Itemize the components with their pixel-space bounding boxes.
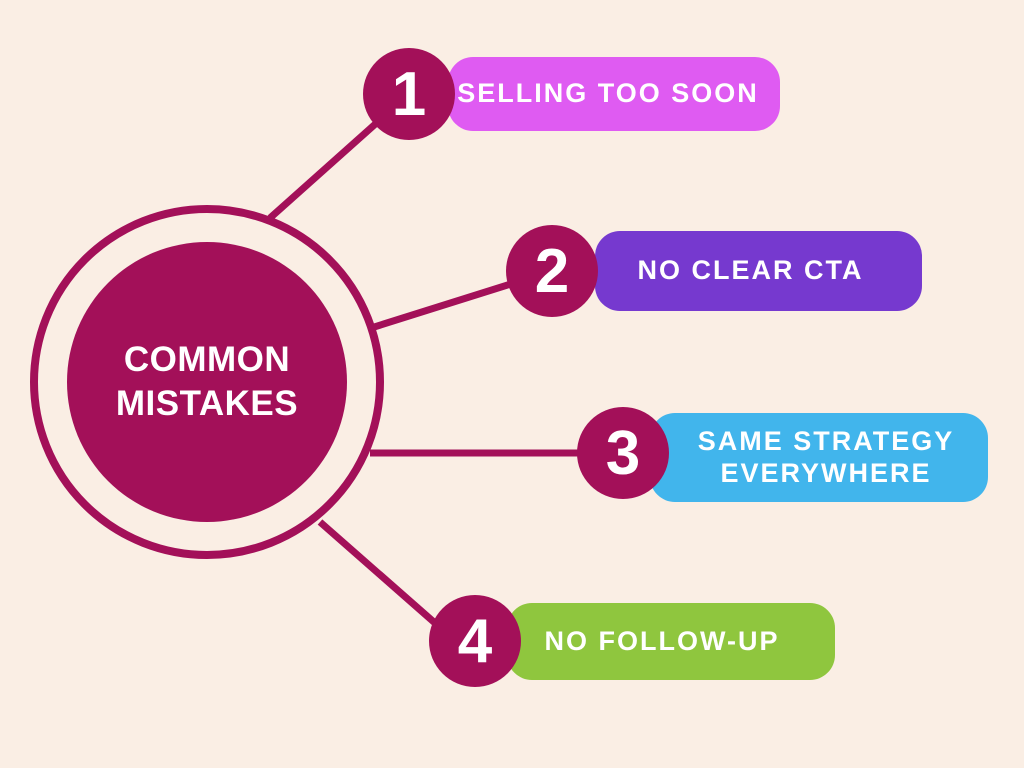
central-outer-ring <box>30 205 384 559</box>
mistake-badge-2: NO CLEAR CTA <box>595 231 922 311</box>
mistake-label-2: NO CLEAR CTA <box>637 255 864 286</box>
mistake-badge-4: NO FOLLOW-UP <box>507 603 835 680</box>
mistake-number-2: 2 <box>534 236 570 306</box>
central-topic-label: COMMON MISTAKES <box>116 338 298 426</box>
mistake-number-1: 1 <box>391 59 427 129</box>
central-topic-line2: MISTAKES <box>115 384 299 423</box>
mistake-number-circle-4: 4 <box>429 595 521 687</box>
central-topic-circle: COMMON MISTAKES <box>67 242 347 522</box>
mistake-number-3: 3 <box>605 418 641 488</box>
mistake-label-3: SAME STRATEGY EVERYWHERE <box>697 425 955 488</box>
mistake-label-4: NO FOLLOW-UP <box>544 625 780 656</box>
mistake-badge-3: SAME STRATEGY EVERYWHERE <box>650 413 988 502</box>
mistake-number-circle-3: 3 <box>577 407 669 499</box>
central-topic-line1: COMMON <box>123 340 291 380</box>
mistake-label-1: SELLING TOO SOON <box>457 78 759 109</box>
mistake-number-circle-1: 1 <box>363 48 455 140</box>
mistake-badge-1: SELLING TOO SOON <box>448 57 780 131</box>
mistake-number-4: 4 <box>457 606 493 676</box>
mistake-number-circle-2: 2 <box>506 225 598 317</box>
